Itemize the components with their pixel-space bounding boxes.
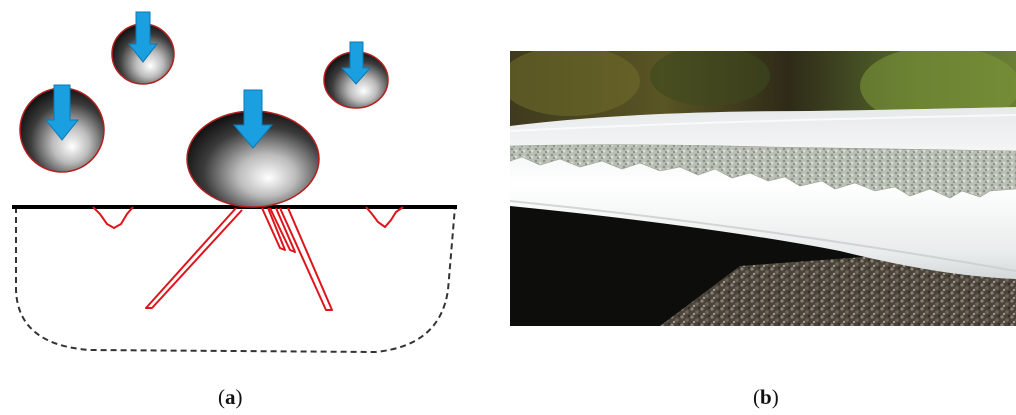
particle-top [112, 12, 174, 84]
erosion-schematic [0, 0, 475, 370]
subsurface-cracks [146, 208, 332, 310]
crack-left [146, 208, 242, 308]
caption-b-letter: b [760, 385, 772, 409]
crack-right [280, 208, 332, 310]
material-outline-dashed [16, 207, 455, 352]
particle-left [20, 85, 104, 172]
caption-a-close: ) [236, 385, 243, 409]
caption-b-open: ( [753, 385, 760, 409]
caption-b: (b) [753, 385, 779, 410]
particle-right [324, 42, 388, 108]
particle-impacting [187, 90, 319, 207]
caption-a: (a) [218, 385, 243, 410]
caption-a-open: ( [218, 385, 225, 409]
caption-b-close: ) [772, 385, 779, 409]
surface-crater-right [366, 207, 403, 227]
surface-crater-left [93, 207, 133, 228]
caption-a-letter: a [225, 385, 236, 409]
eroded-blade-photo [510, 51, 1016, 326]
